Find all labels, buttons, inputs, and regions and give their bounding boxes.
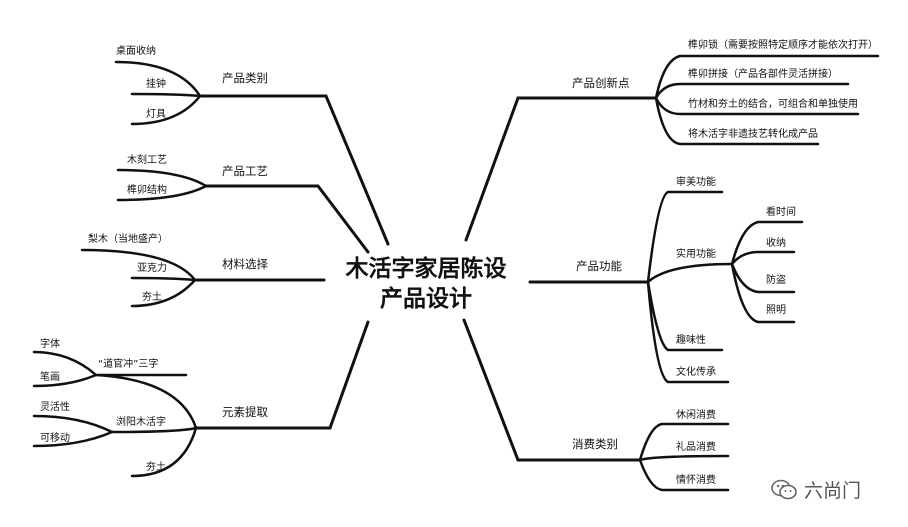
leaf-movable: 可移动: [40, 433, 70, 444]
leaf-aesthetic: 审美功能: [676, 177, 716, 188]
root-topic: 木活字家居陈设 产品设计: [326, 254, 526, 314]
leaf-lighting: 照明: [766, 305, 786, 316]
leaf-culture: 文化传承: [676, 367, 716, 378]
branch-line-consumption: [462, 318, 642, 462]
branch-material: 材料选择: [222, 257, 268, 271]
leaf-wood-carving: 木刻工艺: [127, 155, 167, 166]
leaf-mortise-splice: 榫卯拼接（产品各部件灵活拼接）: [688, 69, 838, 80]
leaf-tell-time: 看时间: [766, 207, 796, 218]
leaf-leisure: 休闲消费: [676, 410, 716, 421]
leaf-font: 字体: [40, 339, 60, 350]
node-liuyang-type: 浏阳木活字: [116, 417, 166, 428]
leaf-rammed-earth-2: 夯土: [146, 462, 166, 473]
branch-line-product-category: [198, 94, 390, 246]
leaf-desk-storage: 桌面收纳: [116, 46, 156, 57]
leaf-bamboo-earth: 竹材和夯土的结合，可组合和单独使用: [688, 99, 858, 110]
leaf-gift: 礼品消费: [676, 442, 716, 453]
leaf-nostalgia: 情怀消费: [676, 475, 716, 486]
wechat-icon: [771, 479, 797, 499]
branch-product-craft: 产品工艺: [222, 164, 268, 178]
watermark: 六尚门: [770, 476, 861, 503]
branch-product-category: 产品类别: [222, 71, 268, 85]
leaf-pear-wood: 梨木（当地盛产）: [88, 234, 168, 245]
leaf-fun: 趣味性: [676, 335, 706, 346]
root-title-line2: 产品设计: [380, 286, 472, 312]
leaf-mortise-tenon: 榫卯结构: [127, 185, 167, 196]
leaf-storage: 收纳: [766, 238, 786, 249]
root-title-line1: 木活字家居陈设: [345, 256, 507, 282]
leaf-heritage-product: 将木活字非遗技艺转化成产品: [688, 129, 818, 140]
branch-line-product-craft: [204, 184, 370, 254]
leaf-stroke: 笔画: [40, 372, 60, 383]
node-daoguanchong: “道官冲”三字: [98, 359, 159, 370]
leaf-rammed-earth: 夯土: [142, 292, 162, 303]
branch-line-innovation: [464, 96, 658, 242]
branch-consumption: 消费类别: [572, 437, 618, 451]
leaf-lamp: 灯具: [146, 109, 166, 120]
leaf-anti-theft: 防盗: [766, 275, 786, 286]
branch-innovation: 产品创新点: [572, 76, 630, 90]
leaf-wall-clock: 挂钟: [146, 79, 166, 90]
leaf-acrylic: 亚克力: [137, 263, 167, 274]
branch-elements: 元素提取: [222, 405, 268, 419]
leaf-flexibility: 灵活性: [40, 402, 70, 413]
branch-line-elements: [194, 320, 370, 430]
leaf-mortise-lock: 榫卯锁（需要按照特定顺序才能依次打开）: [688, 40, 878, 51]
watermark-text: 六尚门: [804, 480, 862, 502]
node-practical: 实用功能: [676, 249, 716, 260]
branch-function: 产品功能: [576, 259, 622, 273]
